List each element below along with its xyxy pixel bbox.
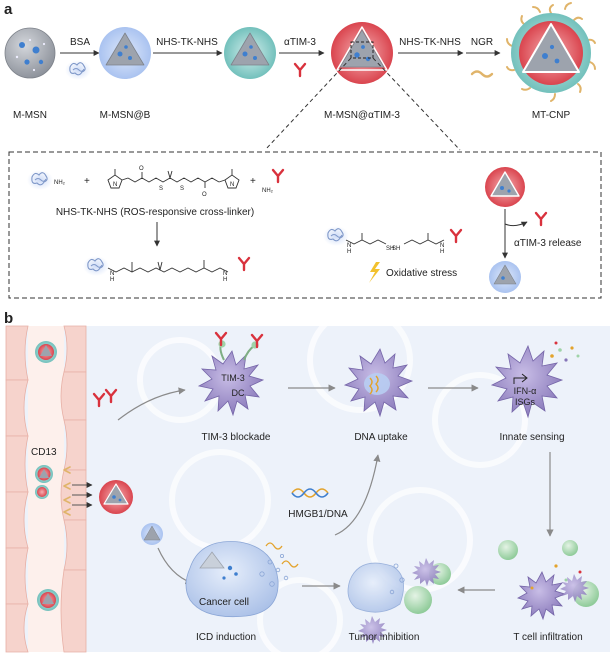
particle-release-red xyxy=(485,167,525,207)
conj-n-2: N xyxy=(223,271,227,277)
arrow-release-branch xyxy=(504,221,528,228)
panel-a-label: a xyxy=(4,1,13,18)
cancer-cell-label: Cancer cell xyxy=(199,597,249,608)
particle-crosslinked xyxy=(224,27,276,79)
tk-s-2: S xyxy=(180,186,184,192)
dc-label: DC xyxy=(232,388,245,398)
t-cell-infiltration-label: T cell infiltration xyxy=(513,632,582,643)
icd-induction-label: ICD induction xyxy=(196,632,256,643)
oxidative-stress-label: Oxidative stress xyxy=(386,268,457,279)
tk-s-1: S xyxy=(159,186,163,192)
sh-1: SH xyxy=(386,246,394,252)
step-bsa: BSA xyxy=(70,37,90,48)
vessel-particle-3 xyxy=(37,589,59,611)
vessel-particle-4 xyxy=(35,485,49,499)
particle-central xyxy=(99,480,133,514)
step-ngr: NGR xyxy=(471,37,493,48)
antibody-chem-icon xyxy=(271,168,285,184)
zoom-box xyxy=(8,151,602,299)
vessel-particle-1 xyxy=(35,341,57,363)
conj-h-2: H xyxy=(223,277,227,283)
cleaved-structure xyxy=(345,233,445,245)
dendritic-cell-uptake xyxy=(343,348,414,418)
bsa-protein-cleaved xyxy=(322,225,350,247)
antibody-product-icon xyxy=(237,256,251,272)
label-m-msn-atim3: M-MSN@αTIM-3 xyxy=(324,110,400,121)
zoom-line-right xyxy=(372,57,461,151)
panel-b-label: b xyxy=(4,310,13,327)
nh2-left: NH₂ xyxy=(54,180,66,186)
plus-1: + xyxy=(84,176,90,187)
dendritic-cell-innate xyxy=(490,341,580,419)
linker-caption: NHS-TK-NHS (ROS-responsive cross-linker) xyxy=(56,207,254,218)
particle-released xyxy=(141,523,163,545)
tumor-inhibition-scene xyxy=(347,558,451,644)
cleaved-h-1: H xyxy=(347,249,351,255)
label-m-msn: M-MSN xyxy=(13,110,47,121)
label-mt-cnp: MT-CNP xyxy=(532,110,571,121)
cancer-cell xyxy=(185,541,299,618)
step-nhs-1: NHS-TK-NHS xyxy=(156,37,218,48)
conjugate-structure xyxy=(107,260,229,273)
innate-sensing-label: Innate sensing xyxy=(499,432,564,443)
arrow-to-dc xyxy=(117,387,186,421)
dna-uptake-label: DNA uptake xyxy=(354,432,408,443)
arrow-hmgb1-to-uptake xyxy=(334,454,381,536)
hmgb1-label: HMGB1/DNA xyxy=(288,509,348,520)
antibody-cleaved-icon xyxy=(449,228,463,244)
step-atim3: αTIM-3 xyxy=(284,37,316,48)
cd13-label: CD13 xyxy=(31,447,57,458)
cd13-receptors xyxy=(63,466,71,516)
tim3-blockade-label: TIM-3 blockade xyxy=(202,432,271,443)
nhs-ring-n-right: N xyxy=(230,182,234,188)
endothelium-cells-left xyxy=(5,325,29,653)
label-m-msn-b: M-MSN@B xyxy=(100,110,151,121)
sh-2: SH xyxy=(392,246,400,252)
particle-m-msn-atim3 xyxy=(331,22,393,84)
step-nhs-2: NHS-TK-NHS xyxy=(399,37,461,48)
tim3-label: TIM-3 xyxy=(221,373,245,383)
particle-m-msn-b xyxy=(99,27,151,79)
bsa-protein-icon xyxy=(64,59,92,81)
ester-o-1: O xyxy=(139,166,144,172)
bsa-protein-left xyxy=(26,169,54,191)
particle-release-blue xyxy=(489,261,521,293)
ngr-peptide-icon xyxy=(470,70,494,78)
hmgb1-dna-icon xyxy=(291,488,329,498)
particle-m-msn xyxy=(4,27,56,79)
ifn-label: IFN-α xyxy=(514,386,537,396)
conj-n-1: N xyxy=(110,271,114,277)
conj-h-1: H xyxy=(110,277,114,283)
t-cell-infiltration-scene xyxy=(498,540,599,621)
nh2-right: NH₂ xyxy=(262,188,274,194)
antibody-icon xyxy=(293,62,307,78)
plus-2: + xyxy=(250,176,256,187)
lightning-icon xyxy=(369,262,380,283)
extravasation-arrows xyxy=(72,482,93,508)
ester-o-2: O xyxy=(202,192,207,198)
cleaved-n-1: N xyxy=(347,243,351,249)
endothelium-cells-right xyxy=(60,325,87,653)
nhs-tk-nhs-structure xyxy=(107,169,240,189)
tumor-inhibition-label: Tumor inhibition xyxy=(349,632,420,643)
bsa-protein-product xyxy=(82,255,110,277)
particle-mt-cnp xyxy=(506,2,596,102)
antibody-released-icon xyxy=(534,211,548,227)
nhs-ring-n-left: N xyxy=(113,182,117,188)
isgs-label: ISGs xyxy=(515,397,536,407)
release-label: αTIM-3 release xyxy=(514,238,582,249)
cleaved-n-2: N xyxy=(440,243,444,249)
cleaved-h-2: H xyxy=(440,249,444,255)
vessel-particle-2 xyxy=(35,465,53,483)
